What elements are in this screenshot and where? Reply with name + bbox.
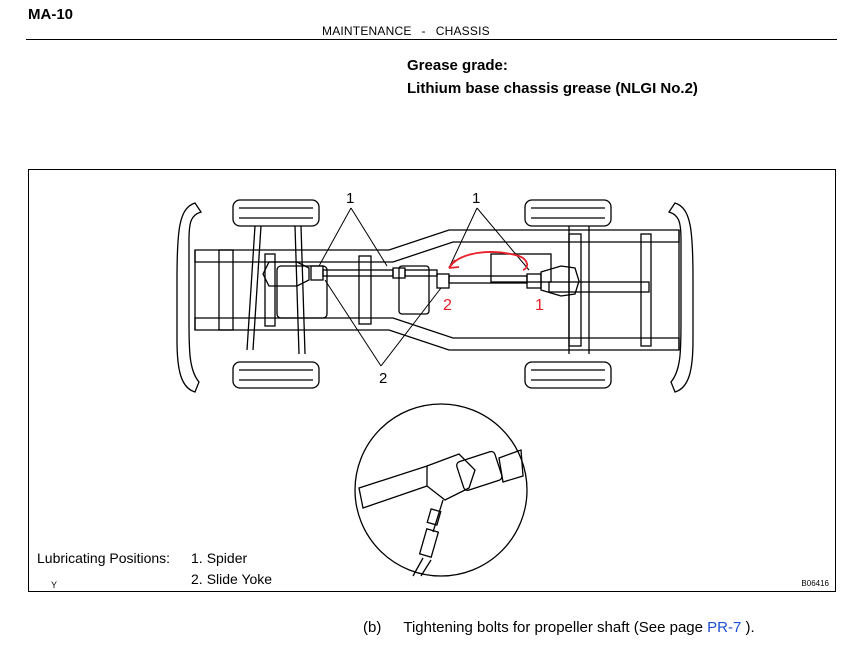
callout-1-left: 1 (346, 190, 354, 207)
front-left-tire (232, 199, 320, 227)
grease-grade-label: Grease grade: (407, 57, 508, 74)
legend-title: Lubricating Positions: (37, 550, 171, 566)
callout-2: 2 (379, 370, 387, 387)
page-code: MA-10 (28, 6, 74, 23)
grease-grade-value: Lithium base chassis grease (NLGI No.2) (407, 80, 698, 97)
annotation-1: 1 (535, 297, 544, 314)
front-bumper (176, 202, 203, 393)
instruction-line: (b) Tightening bolts for propeller shaft … (363, 619, 755, 636)
legend-label: Spider (206, 550, 248, 566)
subsection-title: CHASSIS (435, 24, 490, 38)
rear-bumper (667, 202, 694, 393)
header-rule (26, 39, 837, 40)
pr-7-link[interactable]: PR-7 (707, 619, 742, 636)
chassis-diagram: 1 1 2 2 1 (176, 190, 694, 577)
chassis-figure: 1 1 2 2 1 Lubricating Positions: 1.Spide… (28, 169, 836, 592)
section-header: MAINTENANCE-CHASSIS (322, 24, 490, 38)
legend-label: Slide Yoke (206, 571, 273, 587)
figure-corner-mark: Y (51, 580, 58, 590)
legend-number: 2. (191, 571, 203, 587)
detail-circle (354, 403, 528, 577)
front-right-tire (232, 361, 320, 389)
frame-rails (194, 225, 680, 355)
instruction-text: Tightening bolts for propeller shaft (Se… (403, 619, 708, 636)
header-separator: - (421, 24, 426, 38)
rear-right-tire (524, 361, 612, 389)
legend-number: 1. (191, 550, 203, 566)
legend-item-spider: 1.Spider (191, 550, 247, 566)
rear-left-tire (524, 199, 612, 227)
callout-1-right: 1 (472, 190, 480, 207)
figure-code: B06416 (801, 579, 829, 588)
step-label: (b) (363, 619, 382, 636)
section-title: MAINTENANCE (322, 24, 412, 38)
instruction-text-end: ). (741, 619, 755, 636)
callout-leaders (318, 207, 530, 367)
red-annotations (448, 251, 528, 271)
legend-item-slide-yoke: 2.Slide Yoke (191, 571, 272, 587)
annotation-2: 2 (443, 297, 452, 314)
propeller-shaft (262, 261, 580, 297)
grease-grade-block: Grease grade: Lithium base chassis greas… (407, 54, 698, 100)
